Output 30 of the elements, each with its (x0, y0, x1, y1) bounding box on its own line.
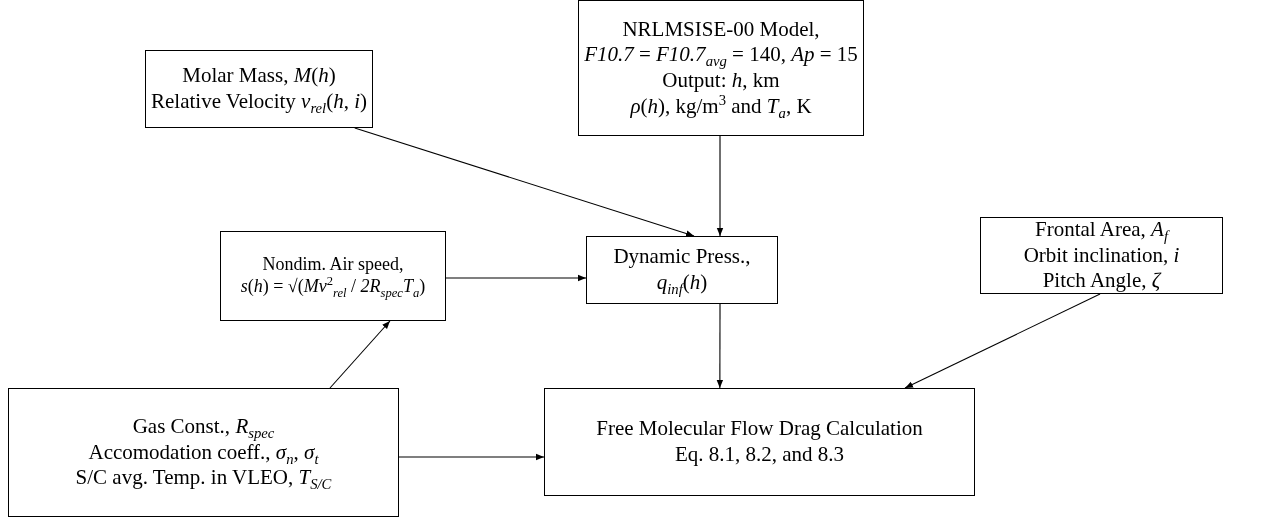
process-box (980, 217, 1223, 294)
box-text: Output: h, km (662, 68, 780, 94)
box-text: F10.7 = F10.7$_{avg}$ = 140, Ap = 15 (584, 42, 858, 68)
arrow (354, 127, 695, 237)
arrow (398, 453, 545, 461)
process-box (8, 388, 399, 517)
box-text: Frontal Area, A$_{f}$ (1035, 217, 1168, 243)
arrow (716, 303, 724, 389)
process-box (145, 50, 373, 128)
box-text: Nondim. Air speed, (262, 254, 404, 276)
box-text: Dynamic Press., (613, 244, 751, 270)
arrow (716, 135, 724, 237)
process-box (578, 0, 864, 136)
process-box (220, 231, 446, 321)
box-text: ρ(h), kg/m$^{3}$ and T$_{a}$, K (630, 93, 812, 120)
box-text: Eq. 8.1, 8.2, and 8.3 (674, 442, 845, 468)
box-text: Gas Const., R$_{spec}$ (132, 414, 275, 440)
arrow (445, 274, 587, 282)
box-text: NRLMSISE-00 Model, (622, 16, 820, 43)
box-text: Pitch Angle, ζ (1042, 268, 1161, 294)
process-box (586, 236, 778, 304)
process-box (544, 388, 975, 496)
arrow (904, 293, 1101, 389)
box-text: Relative Velocity v$_{rel}$(h, i) (151, 89, 367, 115)
box-text: q$_{inf}$(h) (656, 270, 708, 296)
box-text: S/C avg. Temp. in VLEO, T$_{S/C}$ (75, 465, 332, 491)
box-text: s(h) = √(Mv$^{2}$$_{rel}$ / 2R$_{spec}$T$_{a}$) (240, 276, 426, 298)
box-text: Free Molecular Flow Drag Calculation (596, 416, 923, 442)
box-text: Molar Mass, M(h) (182, 63, 336, 89)
arrow (329, 320, 391, 389)
